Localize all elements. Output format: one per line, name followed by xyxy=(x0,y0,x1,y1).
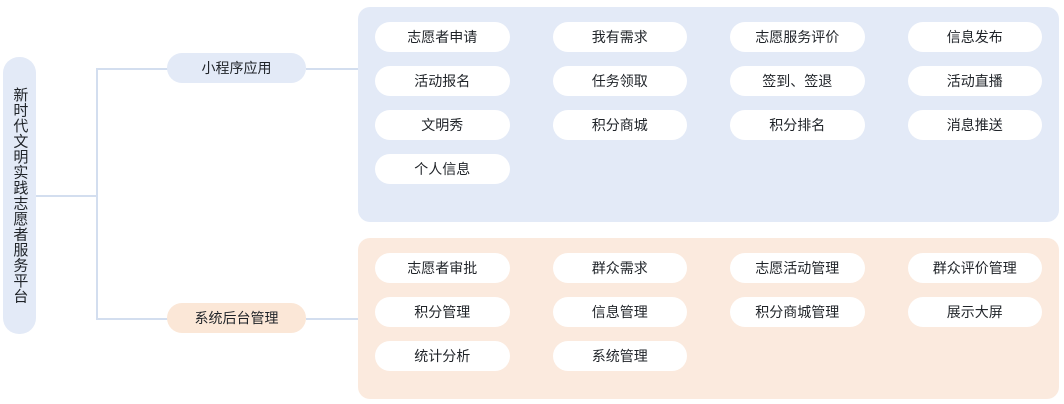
connector-branch-app-to-panel xyxy=(306,68,360,70)
panel-mini-program-application: 志愿者申请 我有需求 志愿服务评价 信息发布活动报名 任务领取 签到、签退 活动直播文明秀 积… xyxy=(358,7,1059,222)
leaf-item[interactable]: 群众评价管理 xyxy=(907,253,1042,283)
leaf-item[interactable]: 签到、签退 xyxy=(730,66,865,96)
connector-root-stub xyxy=(36,195,97,197)
root-node[interactable]: 新时代文明实践志愿者服务平台 xyxy=(3,57,36,334)
leaf-item[interactable]: 活动报名 xyxy=(375,66,510,96)
leaf-item[interactable]: 志愿活动管理 xyxy=(730,253,865,283)
leaf-item[interactable]: 信息管理 xyxy=(552,297,687,327)
connector-to-branch-admin xyxy=(96,318,168,320)
panel-item-grid: 志愿者申请 我有需求 志愿服务评价 信息发布活动报名 任务领取 签到、签退 活动直播文明秀 积… xyxy=(375,22,1042,184)
leaf-item[interactable]: 信息发布 xyxy=(907,22,1042,52)
leaf-item[interactable]: 我有需求 xyxy=(552,22,687,52)
branch-node-label: 系统后台管理 xyxy=(194,310,279,326)
leaf-item[interactable]: 个人信息 xyxy=(375,154,510,184)
leaf-item[interactable]: 积分商城管理 xyxy=(730,297,865,327)
connector-spine xyxy=(96,68,98,318)
leaf-item[interactable]: 文明秀 xyxy=(375,110,510,140)
root-node-label: 新时代文明实践志愿者服务平台 xyxy=(11,87,29,304)
branch-node-mini-program-application[interactable]: 小程序应用 xyxy=(167,53,306,83)
leaf-item[interactable]: 活动直播 xyxy=(907,66,1042,96)
panel-item-grid: 志愿者审批 群众需求 志愿活动管理 群众评价管理积分管理 信息管理 积分商城管理 展示大屏统… xyxy=(375,253,1042,371)
leaf-item[interactable]: 展示大屏 xyxy=(907,297,1042,327)
connector-branch-admin-to-panel xyxy=(306,318,360,320)
branch-node-system-backend-management[interactable]: 系统后台管理 xyxy=(167,303,306,333)
leaf-item[interactable]: 系统管理 xyxy=(552,341,687,371)
leaf-item[interactable]: 群众需求 xyxy=(552,253,687,283)
leaf-item[interactable]: 志愿服务评价 xyxy=(730,22,865,52)
leaf-item[interactable]: 任务领取 xyxy=(552,66,687,96)
leaf-item[interactable]: 积分排名 xyxy=(730,110,865,140)
leaf-item[interactable]: 统计分析 xyxy=(375,341,510,371)
leaf-item[interactable]: 积分管理 xyxy=(375,297,510,327)
branch-node-label: 小程序应用 xyxy=(201,60,272,76)
panel-system-backend-management: 志愿者审批 群众需求 志愿活动管理 群众评价管理积分管理 信息管理 积分商城管理 展示大屏统… xyxy=(358,238,1059,399)
leaf-item[interactable]: 积分商城 xyxy=(552,110,687,140)
leaf-item[interactable]: 志愿者审批 xyxy=(375,253,510,283)
leaf-item[interactable]: 志愿者申请 xyxy=(375,22,510,52)
connector-to-branch-app xyxy=(96,68,168,70)
leaf-item[interactable]: 消息推送 xyxy=(907,110,1042,140)
